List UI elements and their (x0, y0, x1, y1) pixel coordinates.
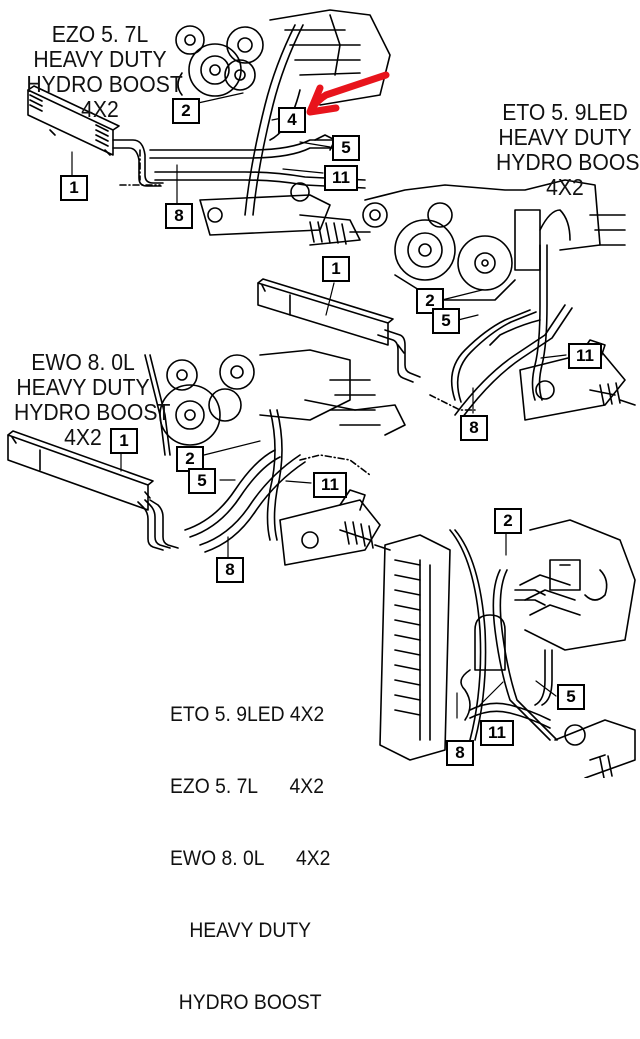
legend-footer-line: HYDRO BOOST (178, 991, 322, 1014)
heading-line: 4X2 (81, 96, 119, 122)
legend-row: EWO 8. 0L 4X2 (170, 847, 330, 871)
eto-cooler-drawing (257, 278, 421, 383)
callout-ezo-5[interactable]: 5 (332, 135, 360, 161)
eto-engine-drawing (362, 179, 636, 421)
callout-ewo-5[interactable]: 5 (188, 468, 216, 494)
callout-combined-5[interactable]: 5 (557, 684, 585, 710)
heading-line: 4X2 (546, 174, 584, 200)
heading-line: ETO 5. 9LED (502, 99, 628, 125)
legend-code: EZO 5. 7L (170, 775, 258, 798)
red-annotation-arrow (306, 71, 390, 116)
legend-drive: 4X2 (295, 847, 331, 870)
ewo-cooler-drawing (7, 430, 179, 551)
callout-combined-8[interactable]: 8 (446, 740, 474, 766)
callout-eto-11[interactable]: 11 (568, 343, 602, 369)
diagram-line-art (7, 9, 636, 778)
heading-line: HEAVY DUTY (498, 124, 632, 150)
legend-drive: 4X2 (289, 775, 324, 798)
heading-line: EWO 8. 0L (31, 349, 135, 375)
combined-engine-drawing (379, 519, 636, 778)
heading-ezo: EZO 5. 7L HEAVY DUTY HYDRO BOOST 4X2 (26, 21, 183, 122)
legend-drive: 4X2 (289, 703, 325, 726)
callout-ewo-11[interactable]: 11 (313, 472, 347, 498)
legend-row: EZO 5. 7L 4X2 (170, 775, 330, 799)
heading-line: HYDRO BOOST (496, 149, 640, 175)
callout-ezo-1[interactable]: 1 (60, 175, 88, 201)
heading-line: HYDRO BOOST (26, 71, 183, 97)
heading-line: 4X2 (64, 424, 102, 450)
callout-combined-2[interactable]: 2 (494, 508, 522, 534)
leader-lines (71, 92, 567, 719)
heading-line: HYDRO BOOST (14, 399, 171, 425)
callout-ewo-8[interactable]: 8 (216, 557, 244, 583)
legend-code: ETO 5. 9LED (170, 703, 285, 726)
callout-ezo-4[interactable]: 4 (278, 107, 306, 133)
callout-eto-8[interactable]: 8 (460, 415, 488, 441)
legend-code: EWO 8. 0L (170, 847, 264, 870)
callout-ezo-11[interactable]: 11 (324, 165, 358, 191)
heading-line: EZO 5. 7L (51, 21, 149, 47)
ezo-cooler-drawing (27, 85, 164, 187)
callout-ezo-2[interactable]: 2 (172, 98, 200, 124)
heading-line: HEAVY DUTY (33, 46, 167, 72)
callout-ewo-1[interactable]: 1 (110, 428, 138, 454)
heading-line: HEAVY DUTY (16, 374, 150, 400)
ezo-engine-drawing (119, 9, 391, 246)
callout-eto-5[interactable]: 5 (432, 308, 460, 334)
callout-ezo-8[interactable]: 8 (165, 203, 193, 229)
callout-eto-1[interactable]: 1 (322, 256, 350, 282)
ewo-engine-drawing (144, 349, 406, 566)
legend-footer-line: HEAVY DUTY (189, 919, 312, 942)
heading-ewo: EWO 8. 0L HEAVY DUTY HYDRO BOOST 4X2 (14, 349, 171, 450)
legend-row: ETO 5. 9LED 4X2 (170, 703, 330, 727)
applicability-legend: ETO 5. 9LED 4X2 EZO 5. 7L 4X2 EWO 8. 0L … (170, 655, 330, 1039)
callout-combined-11[interactable]: 11 (480, 720, 514, 746)
heading-eto: ETO 5. 9LED HEAVY DUTY HYDRO BOOST 4X2 (496, 99, 640, 200)
